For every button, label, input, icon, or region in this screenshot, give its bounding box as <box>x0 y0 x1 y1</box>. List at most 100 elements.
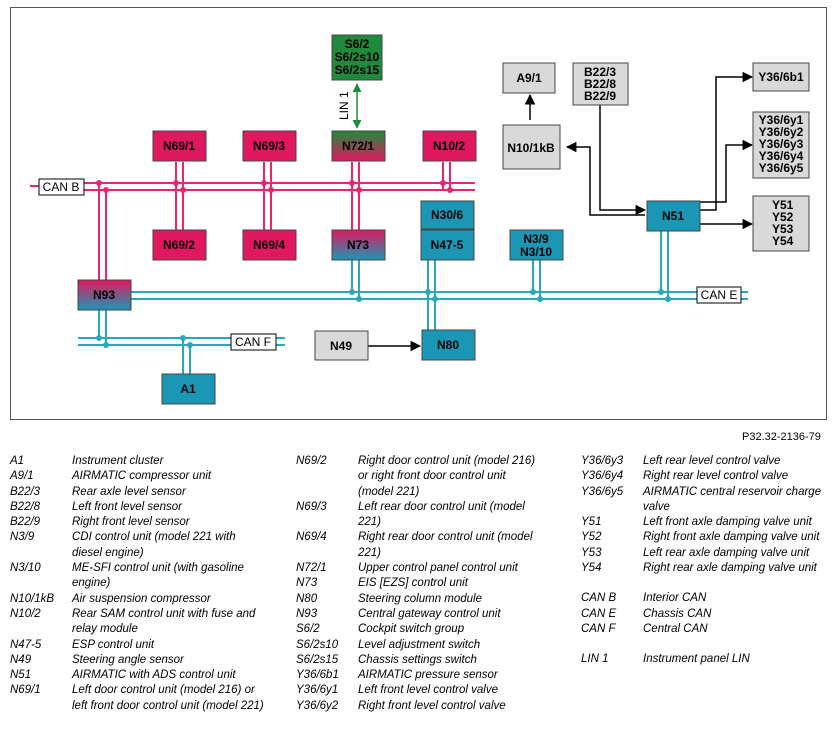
svg-text:N30/6: N30/6 <box>431 208 463 222</box>
can-e-junctions <box>349 289 671 302</box>
can-f-label: CAN F <box>230 333 277 351</box>
legend-description: Level adjustment switch <box>358 638 481 651</box>
legend-description: Right rear level control valve <box>643 470 789 483</box>
svg-text:N3/10: N3/10 <box>520 245 552 259</box>
svg-text:S6/2: S6/2 <box>345 37 370 51</box>
legend-description: EIS [EZS] control unit <box>358 577 468 590</box>
svg-text:Y36/6y4: Y36/6y4 <box>759 149 804 163</box>
can-e-bus <box>130 231 748 330</box>
svg-text:N69/3: N69/3 <box>253 139 285 153</box>
legend-description: Steering angle sensor <box>72 653 184 666</box>
legend-description: AIRMATIC with ADS control unit <box>72 669 236 682</box>
n69-3-box: N69/3 <box>242 130 297 162</box>
can-b-bus <box>84 162 475 280</box>
legend-description: Left front level control valve <box>358 684 498 697</box>
s6-2-box: S6/2 S6/2s10 S6/2s15 <box>331 34 383 81</box>
svg-text:Y54: Y54 <box>772 234 794 248</box>
legend-code: S6/2s10 <box>296 638 339 651</box>
svg-text:Y36/6y3: Y36/6y3 <box>759 137 804 151</box>
legend-description: Cockpit switch group <box>358 623 465 636</box>
legend-code: N93 <box>296 607 318 620</box>
svg-text:N3/9: N3/9 <box>523 232 549 246</box>
svg-text:N47-5: N47-5 <box>431 238 464 252</box>
n73-box: N73 <box>331 229 386 261</box>
can-b-label: CAN B <box>38 178 85 196</box>
n80-box: N80 <box>421 329 476 361</box>
legend-row: N3/9 CDI control unit (model 221 with die… <box>10 530 265 561</box>
legend-description: Left front level sensor <box>72 500 182 513</box>
diagram-frame <box>10 7 827 420</box>
legend-code: N69/3 <box>296 500 327 513</box>
legend-description: AIRMATIC central reservoir charge valve <box>643 485 822 513</box>
legend-description: Right door control unit (model 216) or r… <box>358 455 536 498</box>
legend-code: LIN 1 <box>581 653 609 666</box>
legend-description: AIRMATIC pressure sensor <box>358 669 498 682</box>
legend-code: Y36/6y4 <box>581 470 624 483</box>
can-b-junctions <box>96 180 453 193</box>
legend-code: N69/1 <box>10 684 41 697</box>
legend-row <box>581 637 831 652</box>
n69-4-box: N69/4 <box>242 229 297 261</box>
legend-code: N3/9 <box>10 531 35 544</box>
legend-description <box>643 576 831 591</box>
legend-description: CDI control unit (model 221 with diesel … <box>72 531 236 559</box>
y5x-box: Y51 Y52 Y53 Y54 <box>752 195 810 252</box>
y36-6y-box: Y36/6y1 Y36/6y2 Y36/6y3 Y36/6y4 Y36/6y5 <box>752 111 810 179</box>
legend-row <box>581 576 831 591</box>
svg-text:N69/4: N69/4 <box>253 238 285 252</box>
legend-description: Left rear level control valve <box>643 455 781 467</box>
legend-code: Y53 <box>581 546 602 559</box>
legend-code: Y51 <box>581 516 602 529</box>
n93-box: N93 <box>77 279 132 311</box>
svg-text:N51: N51 <box>662 209 684 223</box>
legend-row: S6/2s10 Level adjustment switch <box>296 638 536 653</box>
svg-text:N10/1kB: N10/1kB <box>507 141 555 155</box>
legend-code: CAN E <box>581 607 617 620</box>
legend-description: Air suspension compressor <box>72 592 211 605</box>
legend-code: CAN F <box>581 622 616 635</box>
a1-box: A1 <box>161 373 216 405</box>
legend-code: S6/2s15 <box>296 653 339 666</box>
legend-row: Y36/6y2 Right front level control valve <box>296 699 536 714</box>
y36-6b1-box: Y36/6b1 <box>752 62 810 92</box>
svg-text:CAN F: CAN F <box>235 335 271 349</box>
b22-box: B22/3 B22/8 B22/9 <box>572 62 629 106</box>
svg-text:CAN E: CAN E <box>701 288 738 302</box>
legend-code: A9/1 <box>10 470 34 483</box>
legend-code: B22/3 <box>10 485 41 498</box>
n72-1-box: N72/1 <box>331 130 386 162</box>
legend-code: Y36/6y2 <box>296 699 339 712</box>
legend-description: Right rear axle damping valve unit <box>643 562 817 575</box>
legend-code <box>581 576 643 591</box>
svg-text:N69/1: N69/1 <box>163 139 195 153</box>
svg-text:N73: N73 <box>347 238 369 252</box>
legend-description: Right front level control valve <box>358 699 506 712</box>
legend-code: N51 <box>10 669 32 682</box>
legend-code: B22/9 <box>10 516 41 529</box>
lin-1-label: LIN 1 <box>337 91 351 120</box>
svg-text:B22/8: B22/8 <box>584 77 616 91</box>
n69-2-box: N69/2 <box>152 229 207 261</box>
